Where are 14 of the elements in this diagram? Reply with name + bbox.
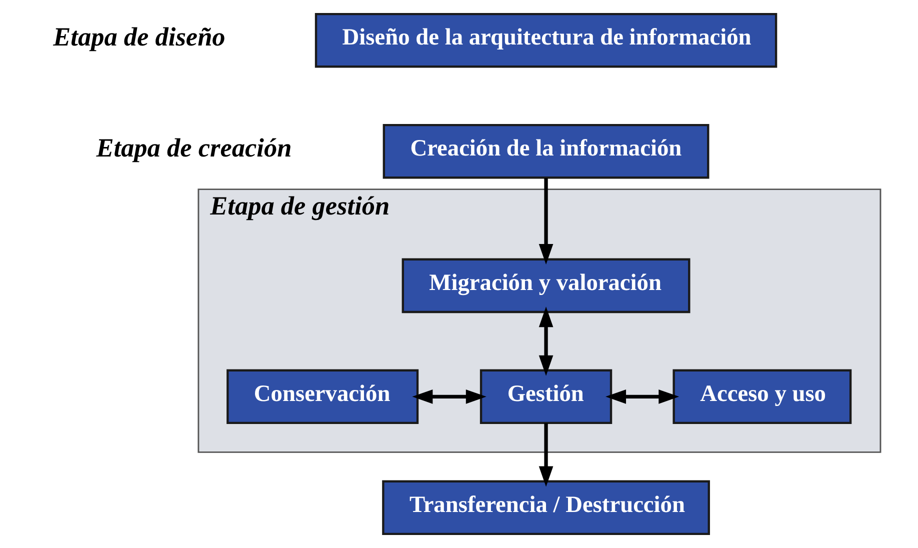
arrow [538, 306, 553, 376]
node-box: Acceso y uso [672, 369, 852, 424]
arrow [412, 390, 486, 404]
node-box: Conservación [226, 369, 418, 424]
node-box: Gestión [479, 369, 612, 424]
node-box: Creación de la información [382, 124, 709, 179]
label: Etapa de diseño [52, 22, 225, 52]
arrow [538, 178, 553, 264]
node-box: Diseño de la arquitectura de información [314, 12, 777, 68]
arrow [605, 390, 679, 404]
label: Etapa de creación [96, 133, 292, 162]
node-box: Transferencia / Destrucción [382, 480, 710, 536]
arrow [538, 423, 553, 487]
node-box: Migración y valoración [401, 258, 690, 314]
